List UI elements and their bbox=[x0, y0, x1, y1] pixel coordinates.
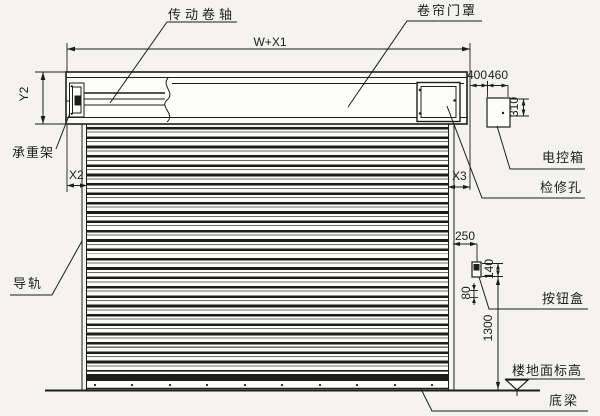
button-box bbox=[471, 261, 482, 278]
leader-inspection-hole bbox=[446, 105, 585, 199]
bottom-beam bbox=[87, 370, 448, 390]
door-hood-box bbox=[65, 71, 468, 125]
dim-310: 310 bbox=[507, 96, 521, 118]
leader-drive-shaft bbox=[109, 21, 237, 104]
dim-1300: 1300 bbox=[481, 314, 495, 342]
control-box bbox=[486, 97, 511, 128]
label-guide-rail: 导轨 bbox=[13, 276, 44, 291]
dim-80: 80 bbox=[459, 286, 473, 300]
dim-x3: X3 bbox=[452, 169, 467, 183]
dim-460: 460 bbox=[487, 68, 509, 82]
label-door-hood: 卷帘门罩 bbox=[417, 3, 478, 18]
leader-button-box bbox=[478, 276, 588, 310]
leader-lines bbox=[10, 20, 588, 412]
dim-250: 250 bbox=[454, 229, 476, 243]
dim-w-x1: W+X1 bbox=[253, 35, 287, 49]
dim-400: 400 bbox=[466, 68, 488, 82]
label-drive-shaft: 传动卷轴 bbox=[168, 7, 237, 22]
shaft-break-symbol bbox=[164, 77, 171, 123]
leader-load-bracket bbox=[55, 112, 71, 150]
leader-guide-rail bbox=[10, 240, 83, 296]
leader-control-box bbox=[496, 125, 585, 170]
door-curtain-slats bbox=[87, 127, 448, 371]
label-load-bracket: 承重架 bbox=[12, 145, 55, 160]
dim-y2: Y2 bbox=[17, 86, 31, 102]
inspection-hole bbox=[416, 81, 461, 123]
dimension-arrows bbox=[40, 46, 526, 390]
guide-rails bbox=[81, 124, 455, 390]
leader-door-hood bbox=[347, 20, 482, 108]
leader-bottom-beam bbox=[420, 388, 588, 412]
label-bottom-beam: 底梁 bbox=[549, 393, 580, 408]
label-floor-level: 楼地面标高 bbox=[512, 363, 583, 378]
label-control-box: 电控箱 bbox=[542, 150, 585, 165]
dim-140: 140 bbox=[482, 258, 496, 280]
dim-x2: X2 bbox=[69, 168, 84, 182]
beam-rivets bbox=[93, 383, 434, 387]
load-bracket bbox=[69, 82, 85, 118]
label-inspection-hole: 检修孔 bbox=[540, 180, 583, 195]
label-button-box: 按钮盒 bbox=[542, 291, 585, 306]
elevation-mark-icon bbox=[504, 379, 530, 396]
